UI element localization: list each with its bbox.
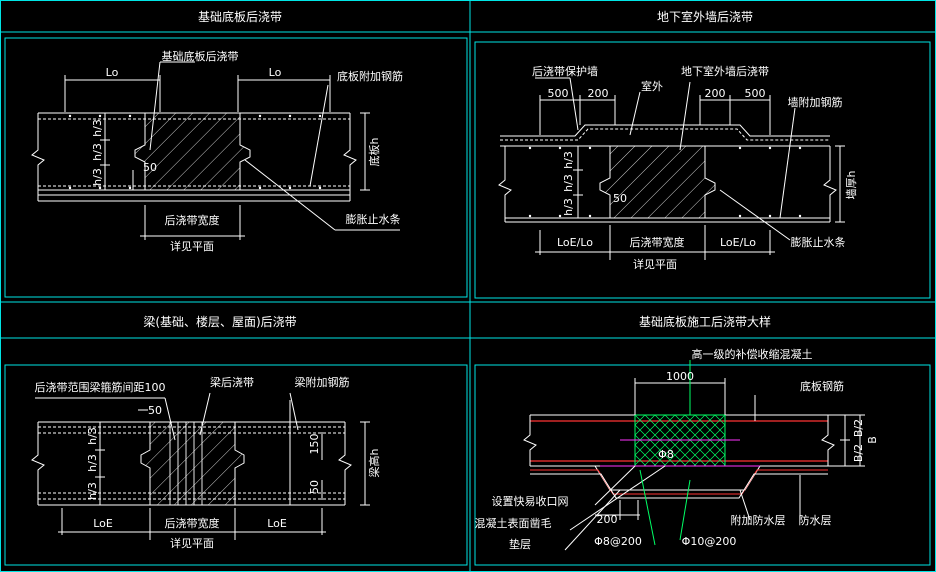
tr-outside: 室外 bbox=[641, 79, 663, 93]
tl-see-plan: 详见平面 bbox=[170, 239, 214, 253]
tr-thickness: 墙厚h bbox=[844, 170, 858, 199]
tl-waterstop: 膨胀止水条 bbox=[346, 212, 401, 226]
br-waterproof-add: 附加防水层 bbox=[731, 513, 786, 527]
bl-rebar: 梁附加钢筋 bbox=[295, 375, 350, 389]
br-waterproof: 防水层 bbox=[799, 513, 832, 527]
tr-d200a: 200 bbox=[588, 87, 609, 100]
tl-lo-left: Lo bbox=[106, 66, 119, 79]
bl-d150: 150 bbox=[308, 434, 321, 455]
panel-tr-drawing bbox=[498, 77, 845, 260]
tr-width: 后浇带宽度 bbox=[630, 235, 685, 249]
tr-h3b: h/3 bbox=[562, 174, 575, 192]
bl-see-plan: 详见平面 bbox=[170, 536, 214, 550]
tr-waterstop: 膨胀止水条 bbox=[791, 235, 846, 249]
panel-br-drawing bbox=[523, 360, 865, 551]
title-tr: 地下室外墙后浇带 bbox=[657, 9, 753, 24]
br-phi10: Φ10@200 bbox=[682, 535, 737, 548]
br-b2a: B/2 bbox=[852, 419, 865, 437]
bl-h3c: h/3 bbox=[86, 482, 99, 500]
title-bl: 梁(基础、楼层、屋面)后浇带 bbox=[143, 314, 296, 329]
tl-h3b: h/3 bbox=[91, 143, 104, 161]
tr-protect-wall: 后浇带保护墙 bbox=[532, 64, 598, 78]
tr-see-plan: 详见平面 bbox=[633, 257, 677, 271]
br-b: B bbox=[866, 436, 879, 444]
bl-d50: 50 bbox=[308, 480, 321, 494]
bl-loe-right: LoE bbox=[267, 517, 287, 530]
bl-height: 梁高h bbox=[367, 448, 381, 477]
tr-loe-right: LoE/Lo bbox=[720, 236, 756, 249]
bl-stirrup: 后浇带范围梁箍筋间距100 bbox=[35, 380, 166, 394]
tl-band-name: 基础底板后浇带 bbox=[162, 49, 239, 63]
tr-d500a: 500 bbox=[548, 87, 569, 100]
tr-loe-left: LoE/Lo bbox=[557, 236, 593, 249]
br-phi8: Φ8@200 bbox=[594, 535, 642, 548]
tr-h3c: h/3 bbox=[562, 198, 575, 216]
tr-band-name: 地下室外墙后浇带 bbox=[681, 64, 769, 78]
br-rebar: 底板钢筋 bbox=[800, 379, 844, 393]
tr-rebar: 墙附加钢筋 bbox=[788, 95, 843, 109]
tl-h3c: h/3 bbox=[91, 168, 104, 186]
br-b2b: B/2 bbox=[852, 444, 865, 462]
bl-dim50: 50 bbox=[148, 404, 162, 417]
bl-loe-left: LoE bbox=[93, 517, 113, 530]
br-concrete: 高一级的补偿收缩混凝土 bbox=[692, 347, 813, 361]
br-cushion: 垫层 bbox=[509, 537, 531, 551]
bl-width: 后浇带宽度 bbox=[165, 516, 220, 530]
tl-lo-right: Lo bbox=[269, 66, 282, 79]
br-d200: 200 bbox=[597, 513, 618, 526]
tr-d200b: 200 bbox=[705, 87, 726, 100]
title-br: 基础底板施工后浇带大样 bbox=[639, 314, 771, 329]
br-phi-small: Φ8 bbox=[658, 448, 674, 461]
tr-dim50: 50 bbox=[613, 192, 627, 205]
panel-bl-drawing bbox=[31, 392, 370, 540]
tr-d500b: 500 bbox=[745, 87, 766, 100]
title-tl: 基础底板后浇带 bbox=[198, 9, 282, 24]
tr-h3a: h/3 bbox=[562, 151, 575, 169]
br-d1000: 1000 bbox=[666, 370, 694, 383]
bl-h3b: h/3 bbox=[86, 454, 99, 472]
tl-rebar: 底板附加钢筋 bbox=[337, 69, 403, 83]
tl-thickness: 底板h bbox=[367, 137, 381, 166]
panel-tl-drawing bbox=[31, 61, 400, 240]
br-chisel: 混凝土表面凿毛 bbox=[475, 516, 552, 530]
br-mesh: 设置快易收口网 bbox=[492, 494, 569, 508]
tl-h3a: h/3 bbox=[91, 119, 104, 137]
bl-beam-band: 梁后浇带 bbox=[210, 375, 254, 389]
bl-h3a: h/3 bbox=[86, 427, 99, 445]
tl-width: 后浇带宽度 bbox=[165, 213, 220, 227]
tl-dim50: 50 bbox=[143, 161, 157, 174]
